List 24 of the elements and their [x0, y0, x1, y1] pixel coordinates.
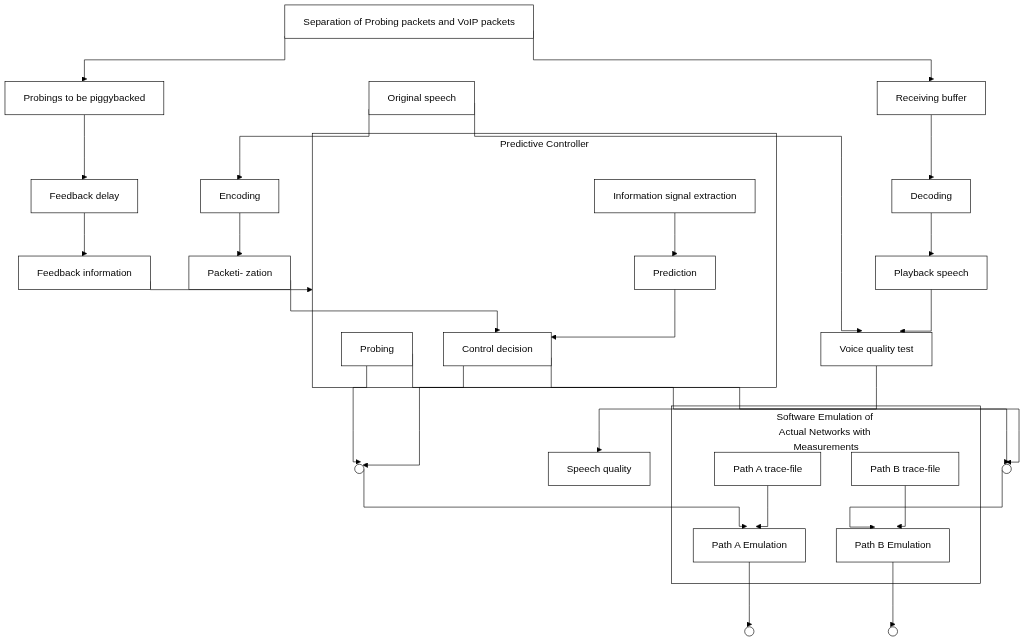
node-box: Control decision: [443, 332, 552, 367]
node-circle: [887, 626, 898, 637]
node-box: Path B Emulation: [835, 528, 950, 563]
node-box: Playback speech: [875, 255, 988, 290]
node-circle: [354, 463, 365, 474]
node-box: Receiving buffer: [876, 81, 986, 116]
node-box: Path B trace-file: [851, 451, 960, 486]
node-box: Decoding: [891, 179, 971, 214]
node-box: Encoding: [200, 179, 280, 214]
node-box: Information signal extraction: [594, 179, 756, 214]
node-box: Probings to be piggybacked: [4, 81, 165, 116]
node-circle: [744, 626, 755, 637]
node-box: Feedback information: [18, 255, 151, 290]
node-box: Feedback delay: [30, 179, 139, 214]
node-box: Voice quality test: [820, 332, 933, 367]
node-box: Original speech: [368, 81, 475, 116]
node-box: Packeti- zation: [188, 255, 291, 290]
node-box: Path A Emulation: [692, 528, 806, 563]
node-box: Speech quality: [547, 451, 651, 486]
node-box: Separation of Probing packets and VoIP packets: [284, 4, 534, 39]
node-box: Probing: [341, 332, 413, 367]
node-box: Path A trace-file: [714, 451, 822, 486]
node-box: Prediction: [634, 255, 716, 290]
node-circle: [1001, 463, 1012, 474]
